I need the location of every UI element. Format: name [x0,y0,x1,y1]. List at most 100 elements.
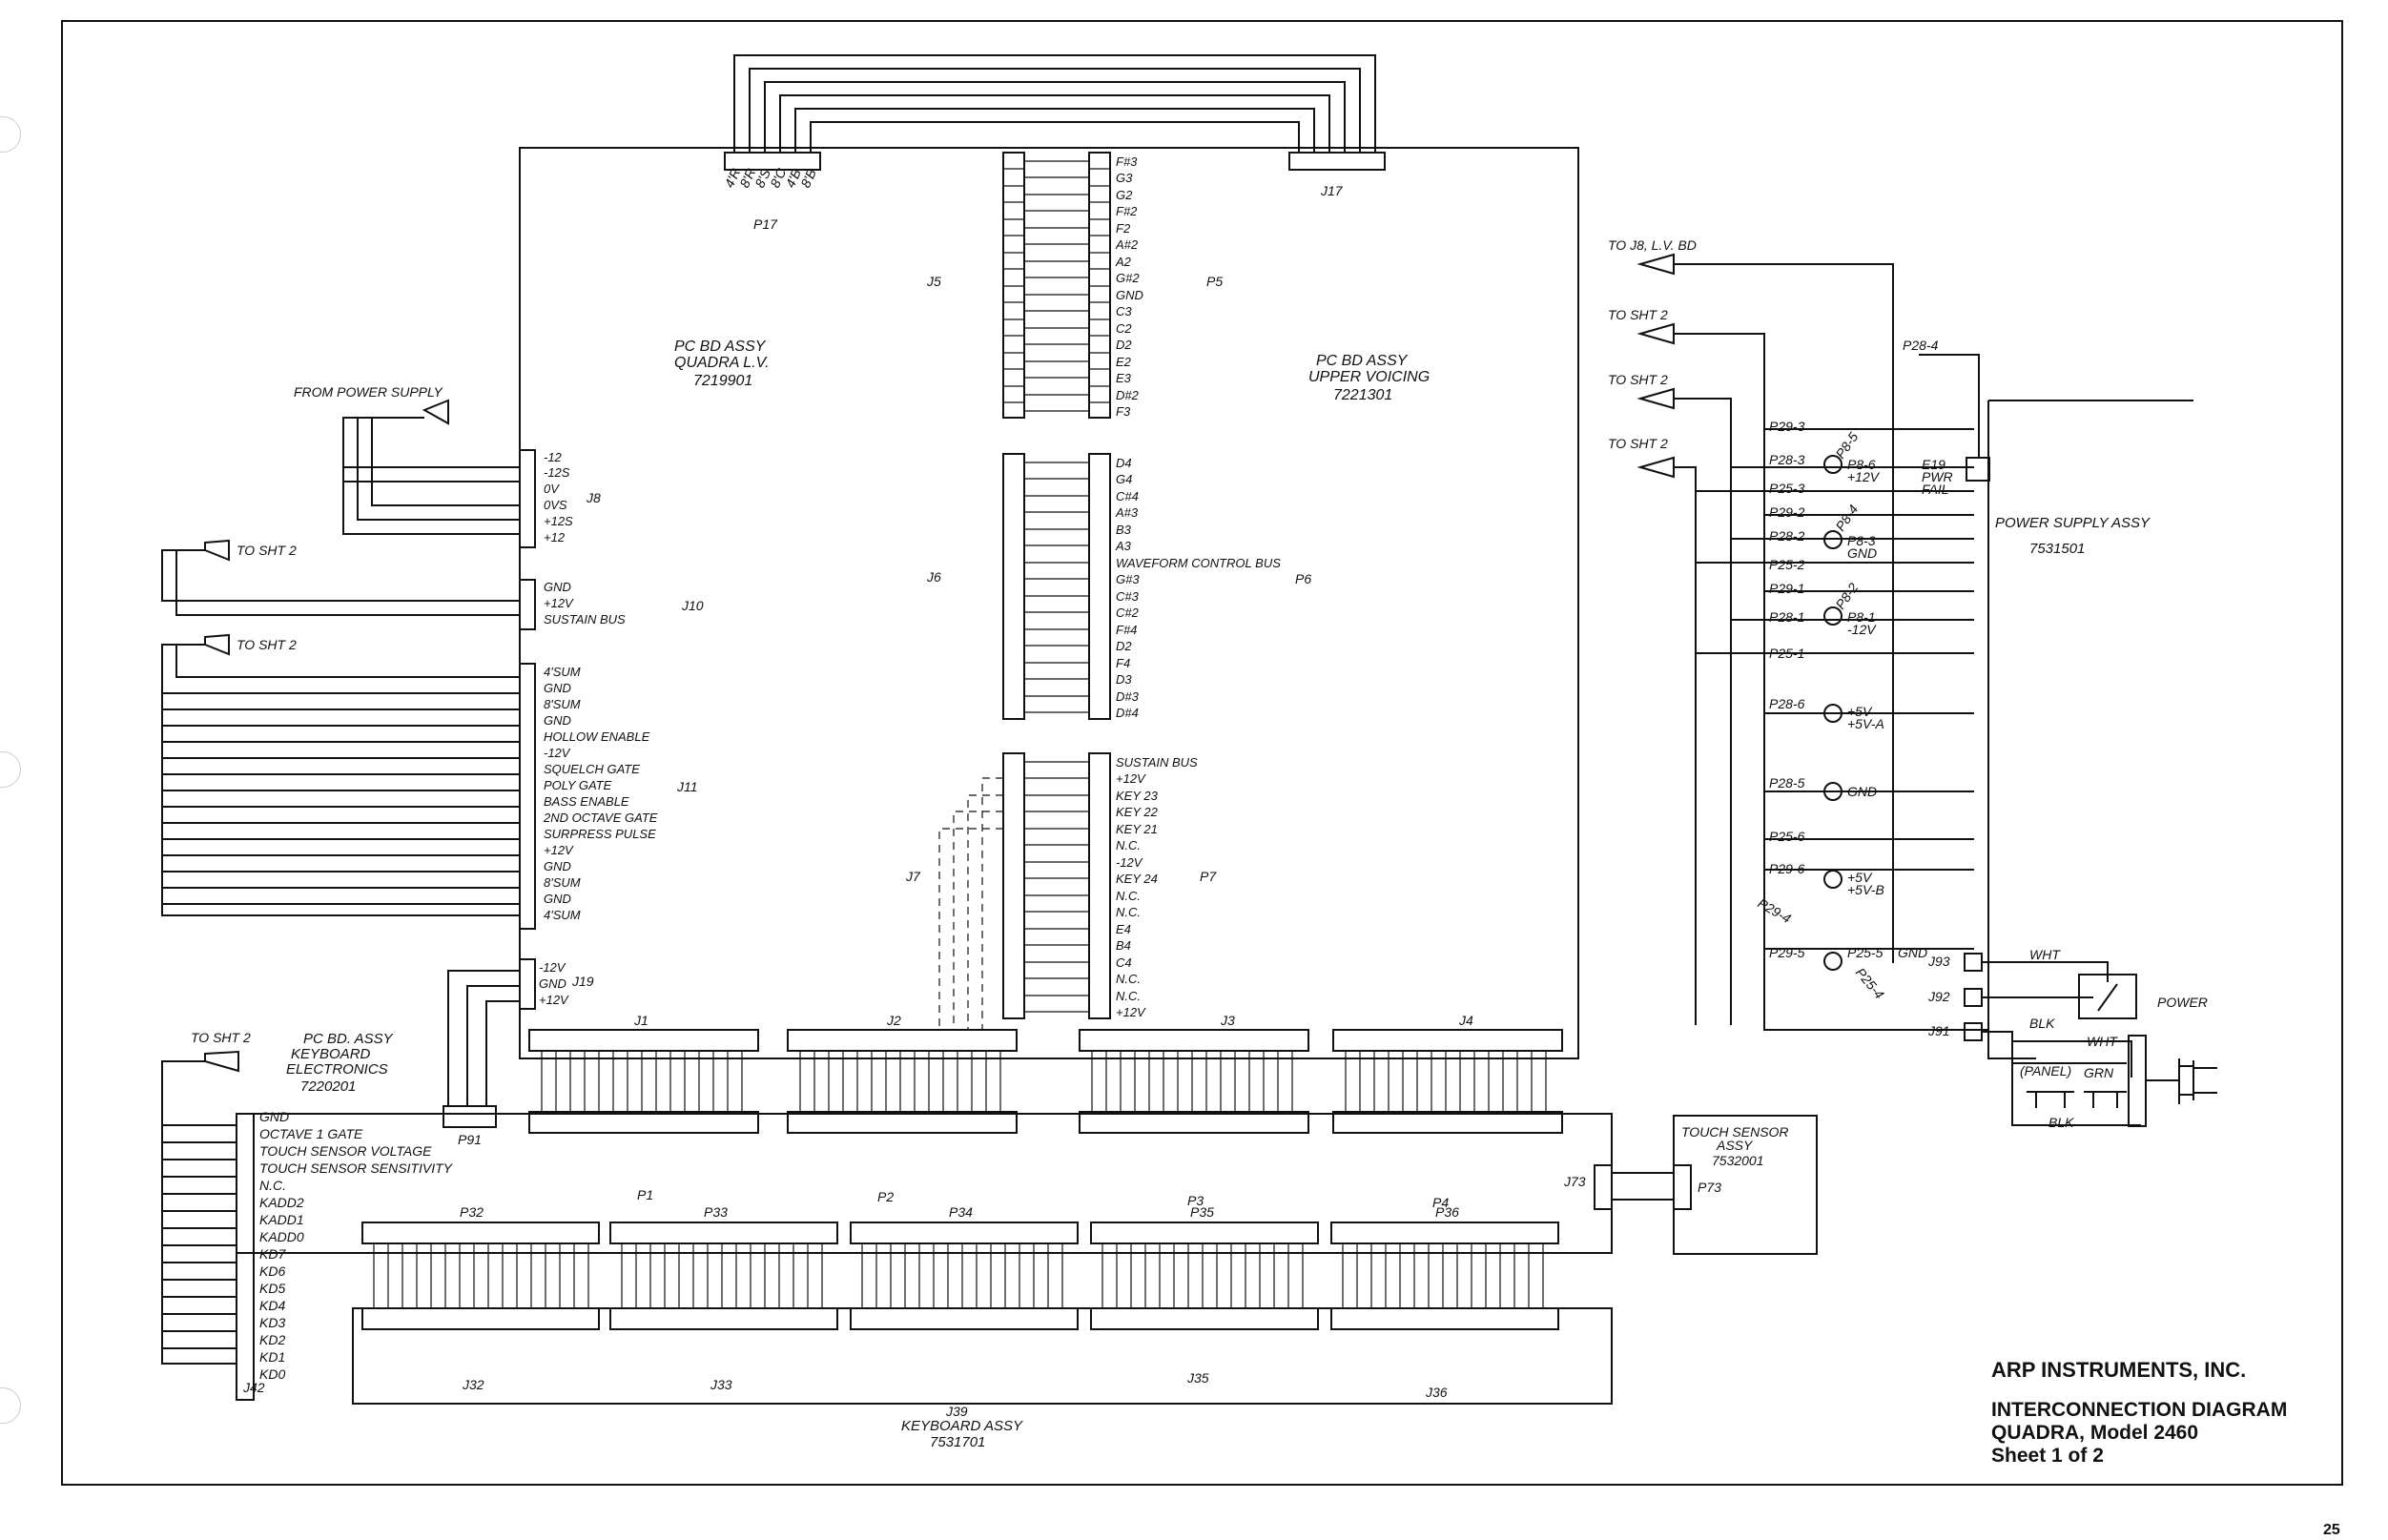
j32-header [361,1307,600,1330]
p33-label: P33 [704,1204,728,1220]
psu-plus12v: +12V [1847,469,1881,484]
model-name: QUADRA, Model 2460 [1991,1422,2199,1444]
p17-pin-4: 8'S [751,166,773,190]
j6-pin-7: WAVEFORM CONTROL BUS [1116,556,1281,570]
psu-nodes [1823,455,1842,971]
j8-pin-2: -12S [544,465,570,480]
p2-label: P2 [877,1189,894,1204]
ground-icon [2027,1091,2127,1108]
j11-pin-16: 4'SUM [544,908,581,922]
psu-p28-4: P28-4 [1903,338,1939,353]
j73-label: J73 [1563,1174,1586,1189]
p36-header [1330,1222,1559,1244]
psu-p28-1: P28-1 [1769,609,1804,625]
keyboard-electronics-label: PC BD. ASSY KEYBOARD ELECTRONICS 7220201 [286,1031,394,1095]
j19-pin-2: GND [539,976,566,991]
j11-bus-lines [162,692,520,905]
j8-strip [519,449,536,548]
page-number: 25 [2323,1522,2340,1538]
j11-pin-12: +12V [544,843,574,857]
p73-label: P73 [1698,1180,1721,1195]
e19-indicator [1966,457,1990,482]
switch-icon [2078,974,2137,1019]
j33-header [609,1307,838,1330]
upper-voicing-line1: PC BD ASSY [1316,353,1409,369]
touch-sensor-line3: 7532001 [1712,1153,1764,1168]
j11-pin-10: 2ND OCTAVE GATE [543,811,658,825]
p7-strip [1088,752,1111,1019]
j42-pin-2: OCTAVE 1 GATE [259,1126,363,1141]
j3-header [1079,1029,1309,1052]
p17-pin-2: 4'B [782,167,804,191]
kbd-assy-line1: J39 [945,1404,968,1419]
j11-pin-4: GND [544,713,571,728]
keyboard-assy-label: J39 KEYBOARD ASSY 7531701 [901,1404,1023,1450]
j93-label: J93 [1927,954,1950,969]
j10-label: J10 [681,598,704,613]
psu-p25-5: P25-5 [1847,945,1884,960]
j8-label: J8 [586,490,601,505]
psu-plus5v-a-lead: +5V [1847,704,1873,719]
plug-icon [2146,1058,2217,1104]
power-supply-label: POWER SUPPLY ASSY 7531501 [1995,515,2151,557]
quadra-lv-line3: 7219901 [693,373,752,389]
j42-pin-13: KD3 [259,1315,285,1330]
j10-pin-3: SUSTAIN BUS [544,612,626,626]
psu-gnd-3: GND [1898,945,1927,960]
j6-pin-4: A#3 [1115,505,1139,520]
j7-pin-16: +12V [1116,1005,1146,1019]
j7-pin-13: C4 [1116,955,1132,970]
j10-pin-1: GND [544,580,571,594]
p2-header [787,1111,1018,1134]
j42-pin-9: KD7 [259,1246,286,1262]
mains-blk-2: BLK [2048,1115,2074,1130]
psu-gnd-2: GND [1847,784,1877,799]
j42-pin-14: KD2 [259,1332,285,1347]
psu-p28-5: P28-5 [1769,775,1805,791]
j7-pin-8: KEY 24 [1116,872,1158,886]
j7-pin-15: N.C. [1116,989,1141,1003]
j5-pin-10: C3 [1116,304,1132,318]
mains-wht-1: WHT [2029,947,2061,962]
psu-p8-2: P8-2 [1832,580,1861,612]
j8-pin-6: +12 [544,530,566,544]
p6-label: P6 [1295,571,1311,586]
p4-header [1332,1111,1563,1134]
p3-label: P3 [1187,1193,1204,1208]
p1-label: P1 [637,1187,653,1202]
psu-line1: POWER SUPPLY ASSY [1995,515,2151,531]
psu-p29-2: P29-2 [1769,504,1805,520]
j6-pin-2: G4 [1116,472,1132,486]
j5-pin-14: E3 [1116,371,1132,385]
j6-pin-6: A3 [1115,539,1132,553]
j7-pin-12: B4 [1116,938,1131,953]
to-sht2-label-psu1: TO SHT 2 [1608,307,1668,322]
j11-pin-8: POLY GATE [544,778,612,792]
j11-pin-11: SURPRESS PULSE [544,827,656,841]
p6-strip [1088,453,1111,720]
j6-pin-14: D3 [1116,672,1132,687]
j5-pin-7: A2 [1115,255,1132,269]
keyboard-assy-board [352,1307,1613,1405]
psu-p29-1: P29-1 [1769,581,1804,596]
j11-pin-3: 8'SUM [544,697,581,711]
p17-label: P17 [753,216,778,232]
j19-signal-labels: -12V GND +12V [539,960,569,1007]
j42-pin-10: KD6 [259,1263,285,1279]
p32-label: P32 [460,1204,484,1220]
j6-pin-15: D#3 [1116,689,1140,704]
j11-pin-13: GND [544,859,571,873]
to-sht2-label-psu2: TO SHT 2 [1608,372,1668,387]
psu-p25-2: P25-2 [1769,557,1805,572]
upper-voicing-line3: 7221301 [1333,387,1392,403]
upper-voicing-line2: UPPER VOICING [1308,369,1430,385]
p73-header [1673,1164,1692,1210]
psu-p8-4: P8-4 [1832,502,1861,534]
diagram-title: INTERCONNECTION DIAGRAM [1991,1399,2288,1421]
j11-pin-14: 8'SUM [544,875,581,890]
j5-pins [373,160,1547,1308]
p7-label: P7 [1200,869,1217,884]
j42-strip [236,1113,255,1401]
j6-pin-13: F4 [1116,656,1130,670]
j11-pin-2: GND [544,681,571,695]
